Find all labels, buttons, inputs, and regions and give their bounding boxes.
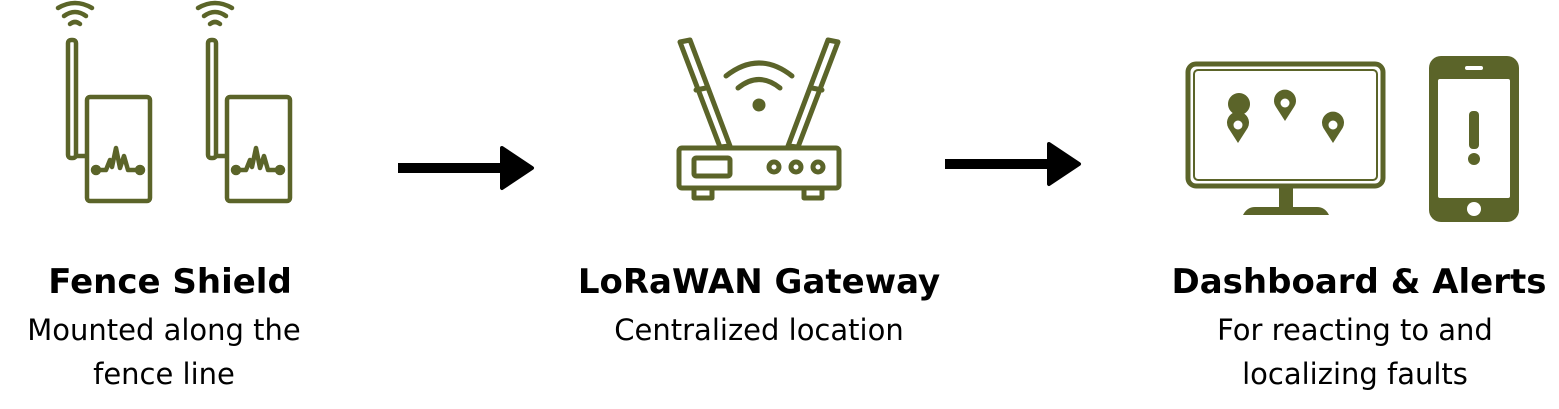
step-description-line: For reacting to and xyxy=(1217,313,1493,347)
wifi-router-icon xyxy=(676,37,842,201)
monitor-and-phone-icon xyxy=(1185,56,1519,222)
right-arrow-icon xyxy=(398,146,534,190)
fence-shield-sensor-icon xyxy=(55,0,293,204)
monitor-icon xyxy=(1185,61,1386,215)
map-pin-icon xyxy=(1228,93,1251,115)
step-description: Mounted along the fence line xyxy=(0,308,328,396)
step-description-line: localizing faults xyxy=(1242,357,1468,391)
step-description: For reacting to and localizing faults xyxy=(1160,308,1550,396)
step-description-line: Mounted along the xyxy=(27,313,301,347)
step-description-line: fence line xyxy=(93,357,235,391)
step-description-line: Centralized location xyxy=(614,313,904,347)
step-description: Centralized location xyxy=(560,308,958,352)
right-arrow-icon xyxy=(945,142,1081,186)
step-title: LoRaWAN Gateway xyxy=(577,262,941,302)
step-title: Fence Shield xyxy=(48,262,292,302)
step-title: Dashboard & Alerts xyxy=(1171,262,1547,302)
smartphone-icon xyxy=(1429,56,1519,222)
